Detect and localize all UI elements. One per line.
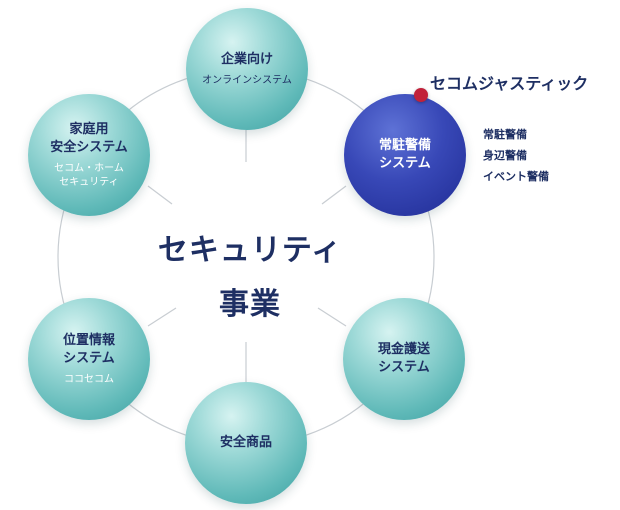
node-title: 常駐警備 <box>378 138 431 153</box>
callout-service-list: 常駐警備 身辺警備 イベント警備 <box>483 124 549 187</box>
node-subtitle: オンラインシステム <box>202 74 292 86</box>
center-title: セキュリティ 事業 <box>130 224 370 332</box>
node-subtitle: セキュリティ <box>59 176 119 188</box>
node-title: 安全商品 <box>219 435 272 450</box>
node-corporate-online-system: 企業向け オンラインシステム <box>186 8 308 130</box>
callout-company-name: セコムジャスティック <box>430 74 589 93</box>
callout-marker-dot <box>414 88 428 102</box>
spoke-home <box>147 185 173 205</box>
node-title: システム <box>379 156 431 171</box>
node-subtitle: ココセコム <box>64 373 114 385</box>
node-cash-transport-system: 現金護送 システム <box>343 298 465 420</box>
node-home-security-system: 家庭用 安全システム セコム・ホーム セキュリティ <box>28 94 150 216</box>
node-title: 現金護送 <box>377 342 430 357</box>
node-title: 企業向け <box>220 51 273 67</box>
spoke-location <box>147 307 177 327</box>
node-location-info-system: 位置情報 システム ココセコム <box>28 298 150 420</box>
service-item: 身辺警備 <box>483 149 527 162</box>
center-title-line1: セキュリティ <box>157 233 343 268</box>
node-title: 位置情報 <box>62 332 115 348</box>
center-title-line2: 事業 <box>219 287 281 322</box>
spoke-resident <box>321 185 347 205</box>
node-title: 安全システム <box>50 139 128 155</box>
service-item: 常駐警備 <box>483 128 527 141</box>
node-title: システム <box>63 350 115 366</box>
node-subtitle: セコム・ホーム <box>54 162 124 174</box>
service-item: イベント警備 <box>483 170 549 183</box>
node-resident-guard-system: 常駐警備 システム <box>344 94 466 216</box>
node-safety-products: 安全商品 <box>185 382 307 504</box>
node-title: システム <box>378 360 430 375</box>
node-title: 家庭用 <box>69 121 109 137</box>
spoke-cash <box>317 307 347 327</box>
